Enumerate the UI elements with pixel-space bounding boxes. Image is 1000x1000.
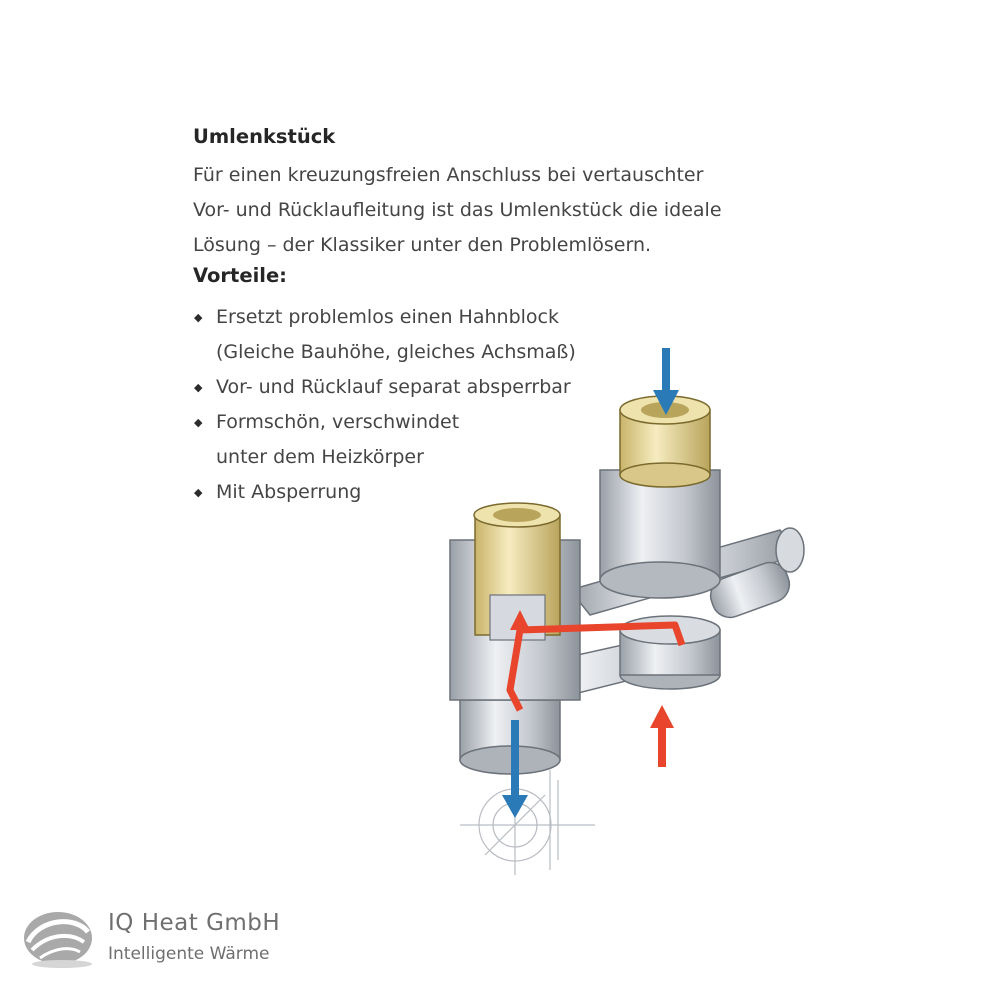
bullet-icon: ◆ bbox=[194, 486, 203, 499]
intro-text: Für einen kreuzungsfreien Anschluss bei … bbox=[193, 158, 833, 263]
return-valve-icon bbox=[599, 395, 721, 690]
list-item: ◆ Vor- und Rücklauf separat absperrbar bbox=[193, 370, 576, 405]
list-item: ◆ Ersetzt problemlos einen Hahnblock (Gl… bbox=[193, 300, 576, 370]
bullet-icon: ◆ bbox=[194, 416, 203, 429]
iq-heat-swirl-logo-icon bbox=[24, 912, 92, 968]
valve-illustration-icon bbox=[449, 348, 805, 875]
company-name: IQ Heat GmbH bbox=[108, 910, 281, 936]
list-item-text: Vor- und Rücklauf separat absperrbar bbox=[216, 376, 571, 398]
bullet-icon: ◆ bbox=[194, 311, 203, 324]
list-item: ◆ Formschön, verschwindet unter dem Heiz… bbox=[193, 405, 576, 475]
list-item-text: unter dem Heizkörper bbox=[216, 446, 424, 468]
list-item-text: (Gleiche Bauhöhe, gleiches Achsmaß) bbox=[216, 341, 576, 363]
supply-flow-arrow-icon bbox=[506, 610, 686, 767]
bullet-icon: ◆ bbox=[194, 381, 203, 394]
return-flow-arrow-icon bbox=[502, 348, 679, 818]
page-heading: Umlenkstück bbox=[193, 125, 336, 148]
company-logo: IQ Heat GmbH Intelligente Wärme bbox=[18, 908, 438, 978]
company-tagline: Intelligente Wärme bbox=[108, 944, 270, 964]
intro-line: Für einen kreuzungsfreien Anschluss bei … bbox=[193, 164, 704, 186]
list-item-text: Mit Absperrung bbox=[216, 481, 362, 503]
crosshair-icon bbox=[460, 770, 595, 875]
list-item-text: Formschön, verschwindet bbox=[216, 411, 460, 433]
intro-line: Lösung – der Klassiker unter den Problem… bbox=[193, 234, 652, 256]
list-item-text: Ersetzt problemlos einen Hahnblock bbox=[216, 306, 559, 328]
advantages-heading: Vorteile: bbox=[193, 264, 287, 287]
intro-line: Vor- und Rücklaufleitung ist das Umlenks… bbox=[193, 199, 722, 221]
list-item: ◆ Mit Absperrung bbox=[193, 475, 576, 510]
advantages-list: ◆ Ersetzt problemlos einen Hahnblock (Gl… bbox=[193, 300, 576, 510]
